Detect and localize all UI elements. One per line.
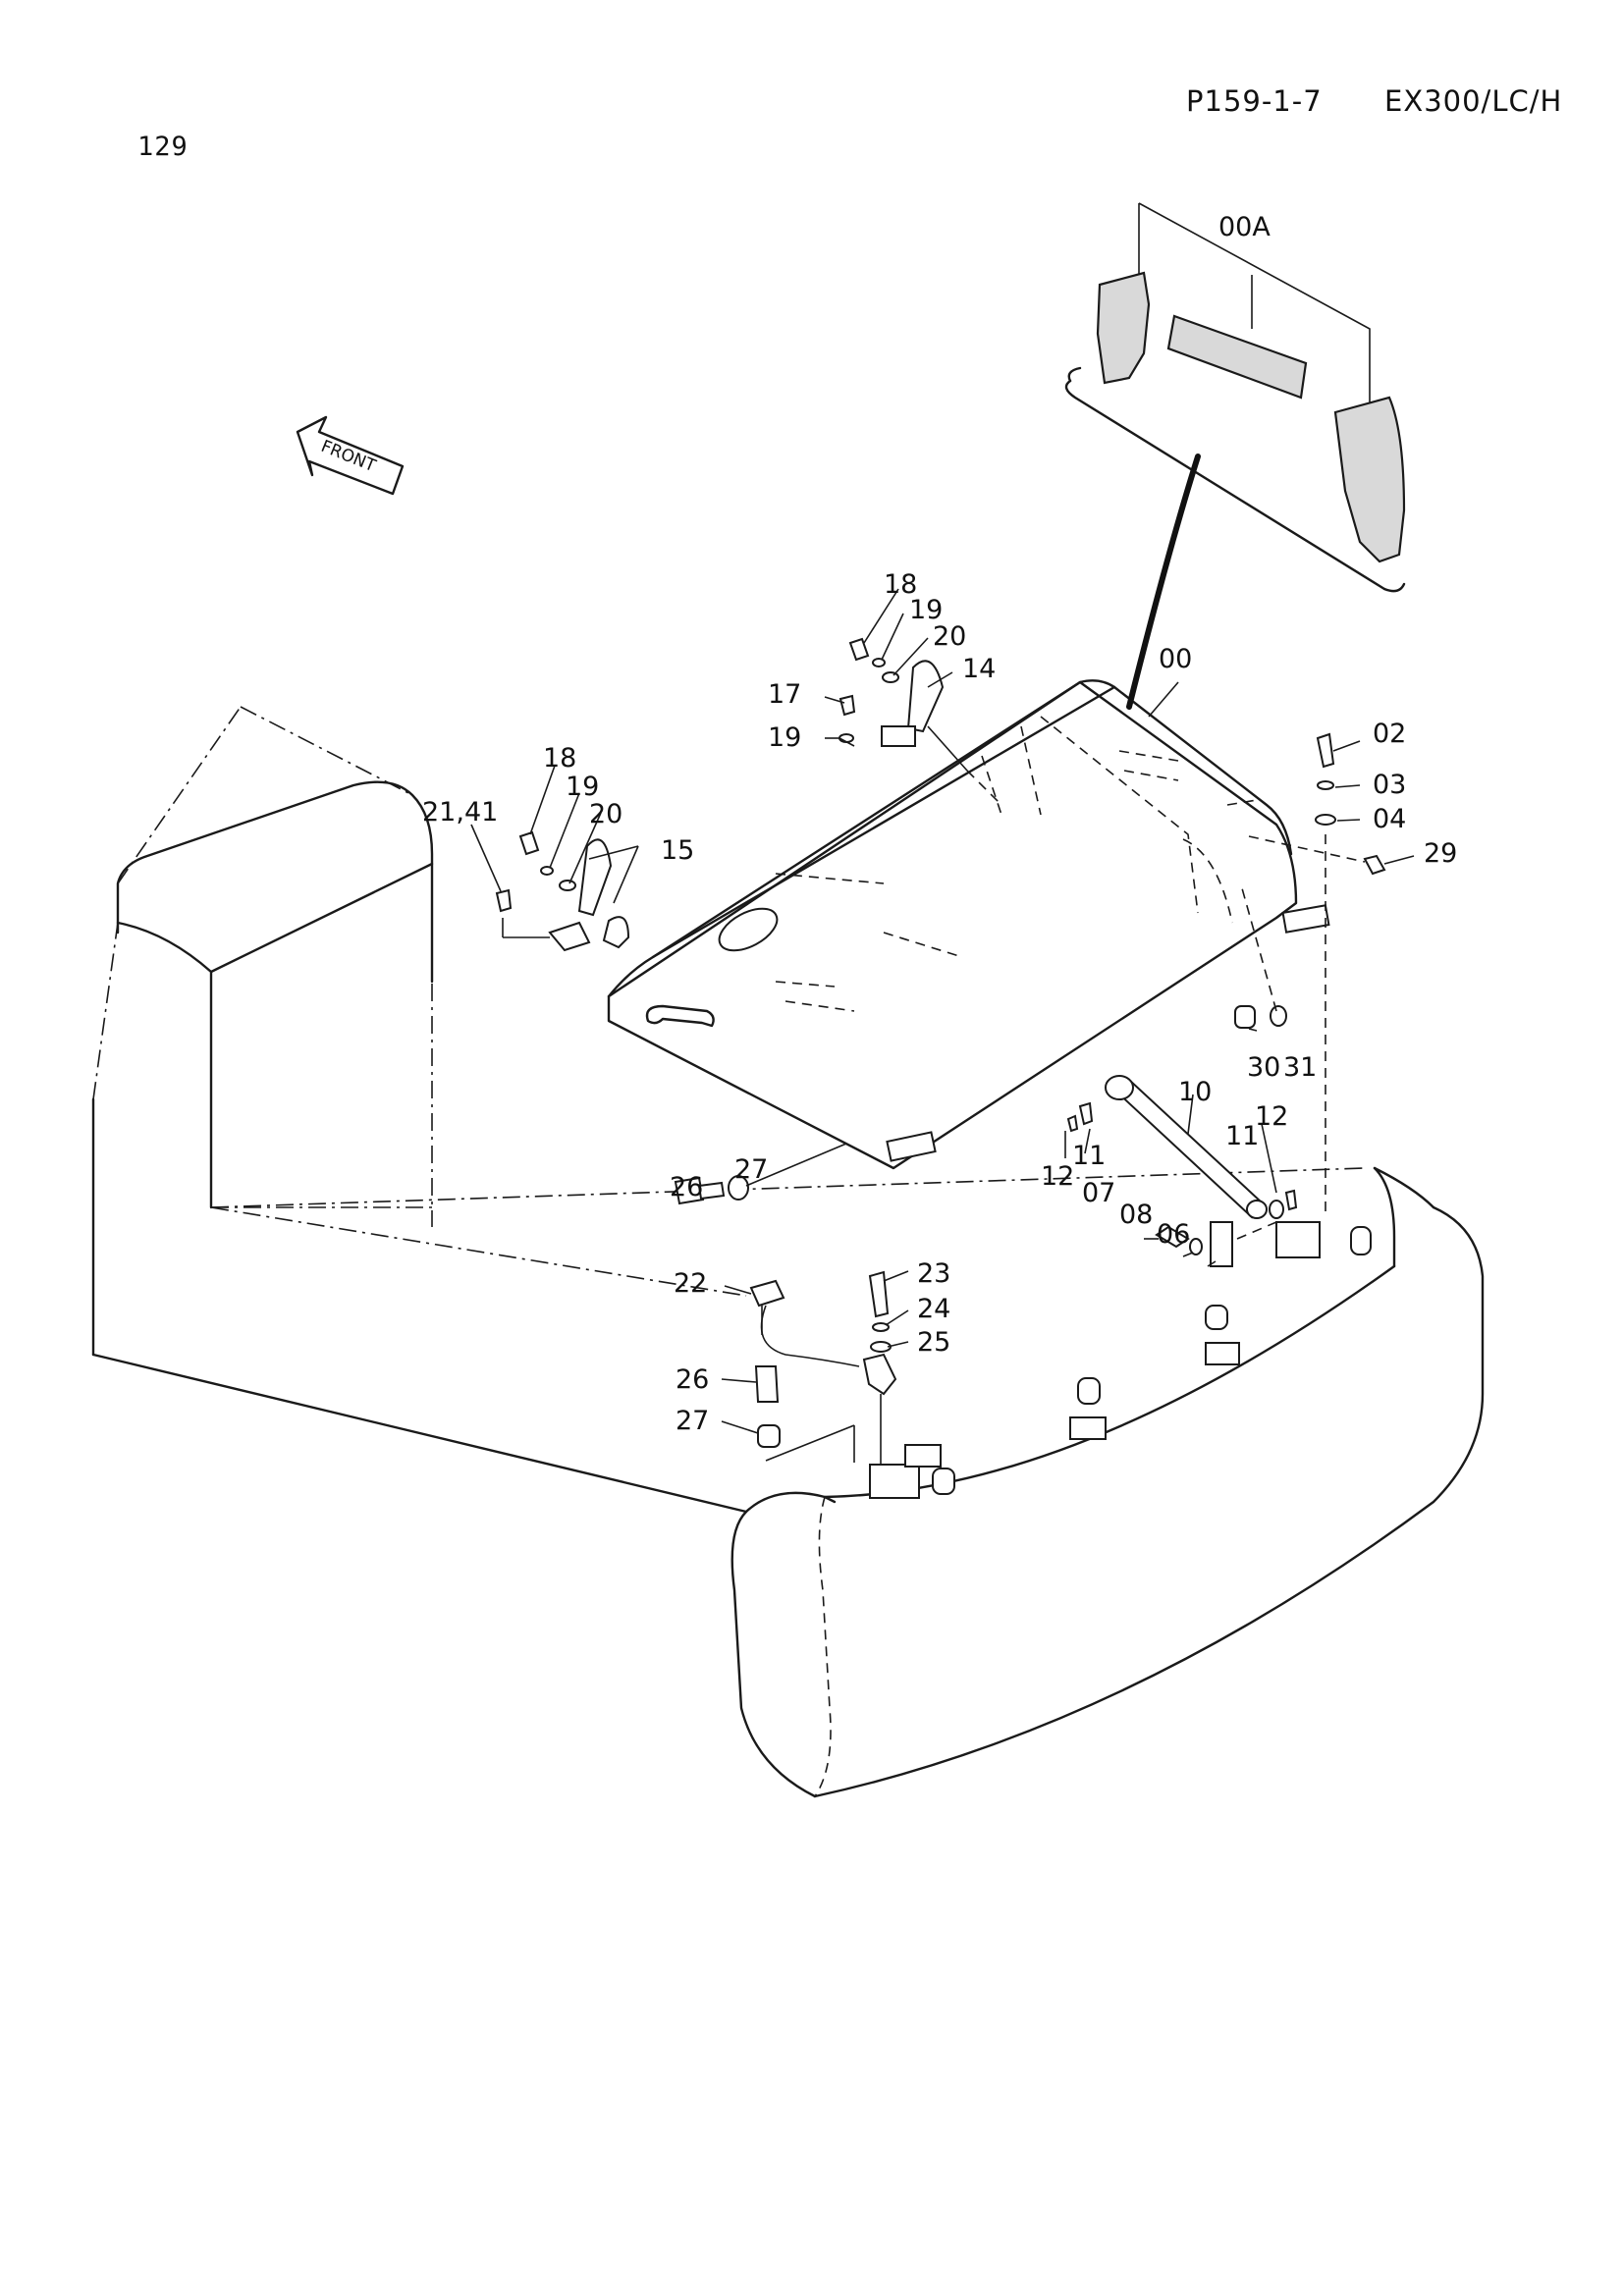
callout-04: 04: [1373, 804, 1406, 834]
callout-23: 23: [917, 1258, 950, 1289]
counterweight-body: [91, 706, 1485, 1798]
leader-lines: [470, 588, 1415, 1434]
callout-12-left: 12: [1041, 1161, 1074, 1192]
callout-26-lower: 26: [676, 1364, 709, 1395]
callout-25: 25: [917, 1327, 950, 1358]
page-number: 129: [137, 132, 189, 162]
callout-14: 14: [962, 654, 996, 684]
callout-08: 08: [1119, 1200, 1153, 1230]
callout-31: 31: [1283, 1052, 1317, 1083]
latch-hardware: [495, 637, 1386, 1465]
callout-11-left: 11: [1072, 1141, 1106, 1171]
callout-11-right: 11: [1225, 1121, 1259, 1151]
catalog-code: P159-1-7: [1186, 84, 1323, 118]
callout-02: 02: [1373, 719, 1406, 749]
front-arrow: FRONT: [296, 415, 405, 496]
callout-26-upper: 26: [670, 1172, 703, 1202]
callout-24: 24: [917, 1294, 950, 1324]
front-arrow-label: FRONT: [318, 437, 379, 477]
callout-19-mid: 19: [768, 722, 801, 753]
callout-06: 06: [1157, 1219, 1190, 1250]
callout-10: 10: [1178, 1077, 1212, 1107]
callout-labels: 00A 00 02 03 04 29 18 19 20 14 17 19 18 …: [422, 212, 1457, 1436]
callout-21-41: 21,41: [422, 797, 498, 828]
callout-30: 30: [1247, 1052, 1280, 1083]
callout-19-upper: 19: [909, 595, 943, 625]
callout-27-upper: 27: [734, 1154, 768, 1185]
callout-12-right: 12: [1255, 1101, 1288, 1132]
insulation-pads-group: [1064, 202, 1406, 710]
callout-20-left: 20: [589, 799, 622, 829]
engine-cover: [607, 679, 1330, 1170]
callout-17: 17: [768, 679, 801, 710]
callout-00a: 00A: [1218, 212, 1271, 242]
callout-22: 22: [674, 1268, 707, 1299]
callout-00: 00: [1159, 644, 1192, 674]
callout-19-left: 19: [566, 772, 599, 802]
callout-18-upper: 18: [884, 569, 917, 600]
callout-07: 07: [1082, 1178, 1115, 1208]
callout-18-left: 18: [543, 743, 576, 774]
callout-27-lower: 27: [676, 1406, 709, 1436]
callout-15: 15: [661, 835, 694, 866]
callout-29: 29: [1424, 838, 1457, 869]
callout-20-upper: 20: [933, 621, 966, 652]
callout-03: 03: [1373, 770, 1406, 800]
model-code: EX300/LC/H: [1384, 84, 1563, 118]
